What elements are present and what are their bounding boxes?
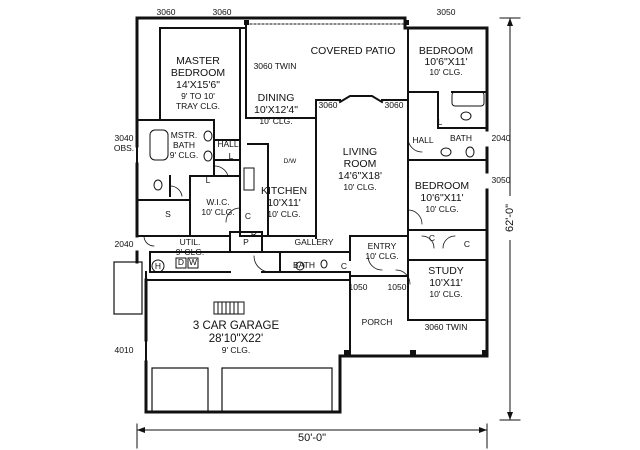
window-label-entry-left: 1050 (348, 282, 368, 292)
window-label-living-right: 3060 (384, 100, 404, 110)
entry-name: ENTRY (367, 241, 397, 251)
master-bath-name-1: MSTR. (170, 130, 198, 140)
marker-l-1: L (228, 151, 234, 161)
dimension-arrows (137, 18, 513, 433)
dining-size: 10'X12'4" (254, 104, 298, 116)
marker-h: H (154, 261, 162, 271)
utility-ceiling: 9' CLG. (175, 247, 205, 257)
master-bedroom-name-2: BEDROOM (170, 67, 226, 79)
living-room-size: 14'6"X18' (338, 170, 382, 182)
window-label-top-right: 3050 (436, 7, 456, 17)
marker-r: R (250, 229, 258, 239)
marker-dishwasher: D/W (283, 158, 297, 165)
marker-d: D (177, 257, 185, 267)
window-label-entry-right: 1050 (387, 282, 407, 292)
marker-c-4: C (244, 211, 252, 221)
door-swings (143, 137, 456, 285)
bedroom-1-name: BEDROOM (418, 45, 474, 57)
bedroom-2-ceiling: 10' CLG. (425, 204, 459, 214)
living-room-name-1: LIVING (342, 146, 378, 158)
living-room-ceiling: 10' CLG. (343, 182, 377, 192)
study-name: STUDY (428, 265, 464, 277)
garage-doors (151, 367, 333, 413)
hall-right-label: HALL (412, 135, 434, 145)
utility-name: UTIL. (179, 237, 201, 247)
marker-c-1: C (428, 233, 436, 243)
master-bath-ceiling: 9' CLG. (169, 150, 199, 160)
window-label-study: 3060 TWIN (424, 322, 468, 332)
interior-walls (136, 23, 488, 413)
overall-depth-dimension: 62'-0" (504, 196, 516, 240)
marker-s: S (165, 209, 171, 219)
window-label-top-left-a: 3060 (156, 7, 176, 17)
study-ceiling: 10' CLG. (429, 289, 463, 299)
covered-patio-label: COVERED PATIO (310, 45, 396, 57)
overall-width-dimension: 50'-0" (294, 432, 330, 445)
hall-left-label: HALL (217, 139, 239, 149)
window-label-right-bath: 2040 (491, 133, 511, 143)
window-label-garage-side: 4010 (114, 345, 134, 355)
entry-ceiling: 10' CLG. (365, 251, 399, 261)
marker-p: P (243, 237, 249, 247)
marker-l-3: L (437, 117, 443, 127)
garage-ceiling: 9' CLG. (221, 345, 251, 355)
living-room-name-2: ROOM (343, 158, 377, 170)
master-bedroom-ceiling-1: 9' TO 10' (181, 91, 215, 101)
kitchen-name: KITCHEN (260, 185, 308, 197)
marker-c-2: C (463, 239, 471, 249)
kitchen-size: 10'X11' (267, 197, 301, 209)
ac-pad (113, 261, 143, 315)
bedroom-1-ceiling: 10' CLG. (429, 67, 463, 77)
walk-in-closet-name: W.I.C. (206, 197, 230, 207)
garage-size: 28'10"X22' (208, 333, 264, 345)
bedroom-2-name: BEDROOM (414, 180, 470, 192)
marker-w: W (188, 257, 198, 267)
marker-c-3: C (340, 261, 348, 271)
master-bedroom-size: 14'X15'6" (176, 79, 220, 91)
garage-name: 3 CAR GARAGE (192, 320, 280, 332)
window-label-util: 2040 (114, 239, 134, 249)
walk-in-closet-ceiling: 10' CLG. (201, 207, 235, 217)
master-bath-name-2: BATH (172, 140, 196, 150)
small-bath-label: BATH (292, 260, 316, 270)
window-label-right-bed: 3050 (491, 175, 511, 185)
bedroom-1-size: 10'6"X11' (424, 56, 468, 68)
kitchen-ceiling: 10' CLG. (267, 209, 301, 219)
study-size: 10'X11' (429, 277, 463, 289)
window-label-left-obs-1: 3040 (114, 133, 134, 143)
attic-stair (213, 301, 245, 315)
fixtures (149, 91, 485, 273)
porch-columns (244, 20, 488, 356)
gallery-label: GALLERY (294, 237, 334, 247)
window-label-living-left: 3060 (318, 100, 338, 110)
porch-label: PORCH (361, 317, 393, 327)
window-label-top-left-b: 3060 (212, 7, 232, 17)
master-bedroom-name-1: MASTER (176, 55, 220, 67)
window-label-dining: 3060 TWIN (253, 61, 297, 71)
window-label-left-obs-2: OBS. (113, 143, 135, 153)
marker-l-2: L (205, 175, 211, 185)
dining-ceiling: 10' CLG. (259, 116, 293, 126)
bedroom-2-size: 10'6"X11' (420, 192, 464, 204)
dining-name: DINING (257, 92, 295, 104)
master-bedroom-ceiling-2: TRAY CLG. (175, 101, 221, 111)
bath-right-label: BATH (449, 133, 473, 143)
